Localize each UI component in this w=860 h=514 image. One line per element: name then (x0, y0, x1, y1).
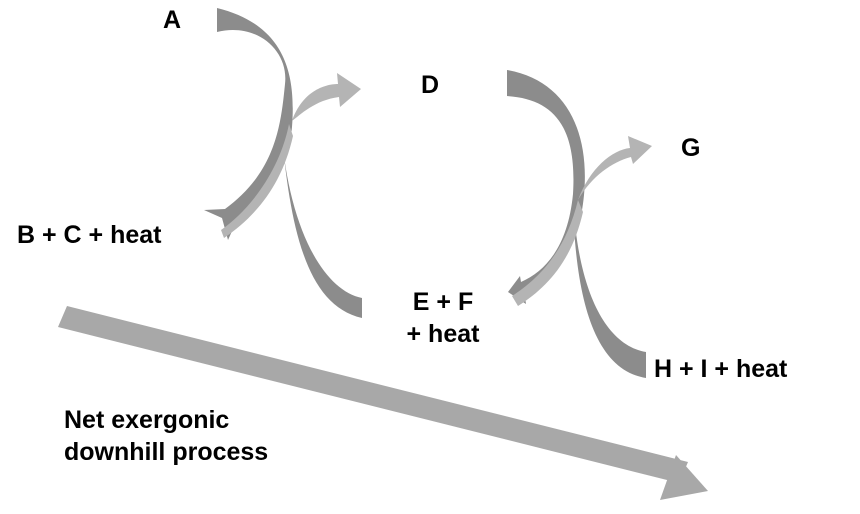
label-d: D (421, 71, 440, 99)
label-ef-line1: E + F (412, 288, 474, 316)
label-bc-heat: B + C + heat (17, 221, 162, 249)
label-g: G (681, 134, 701, 162)
net-downhill-arrow (58, 306, 708, 500)
label-net-line1: Net exergonic (64, 406, 230, 434)
net-arrow-shaft (58, 306, 688, 483)
curved-arrow-hi-to-g (573, 136, 652, 378)
label-ef-heat: E + F + heat (378, 286, 508, 350)
curved-arrow-ef-to-d (281, 73, 362, 318)
label-ef-line2: + heat (406, 320, 480, 348)
net-arrowhead (660, 455, 708, 500)
curved-arrow-light-left-1 (221, 124, 293, 238)
label-net-line2: downhill process (64, 438, 269, 466)
curved-arrow-light-left-2 (512, 200, 583, 306)
label-hi-heat: H + I + heat (654, 355, 788, 383)
label-net-process: Net exergonic downhill process (64, 404, 268, 468)
label-a: A (163, 6, 182, 34)
